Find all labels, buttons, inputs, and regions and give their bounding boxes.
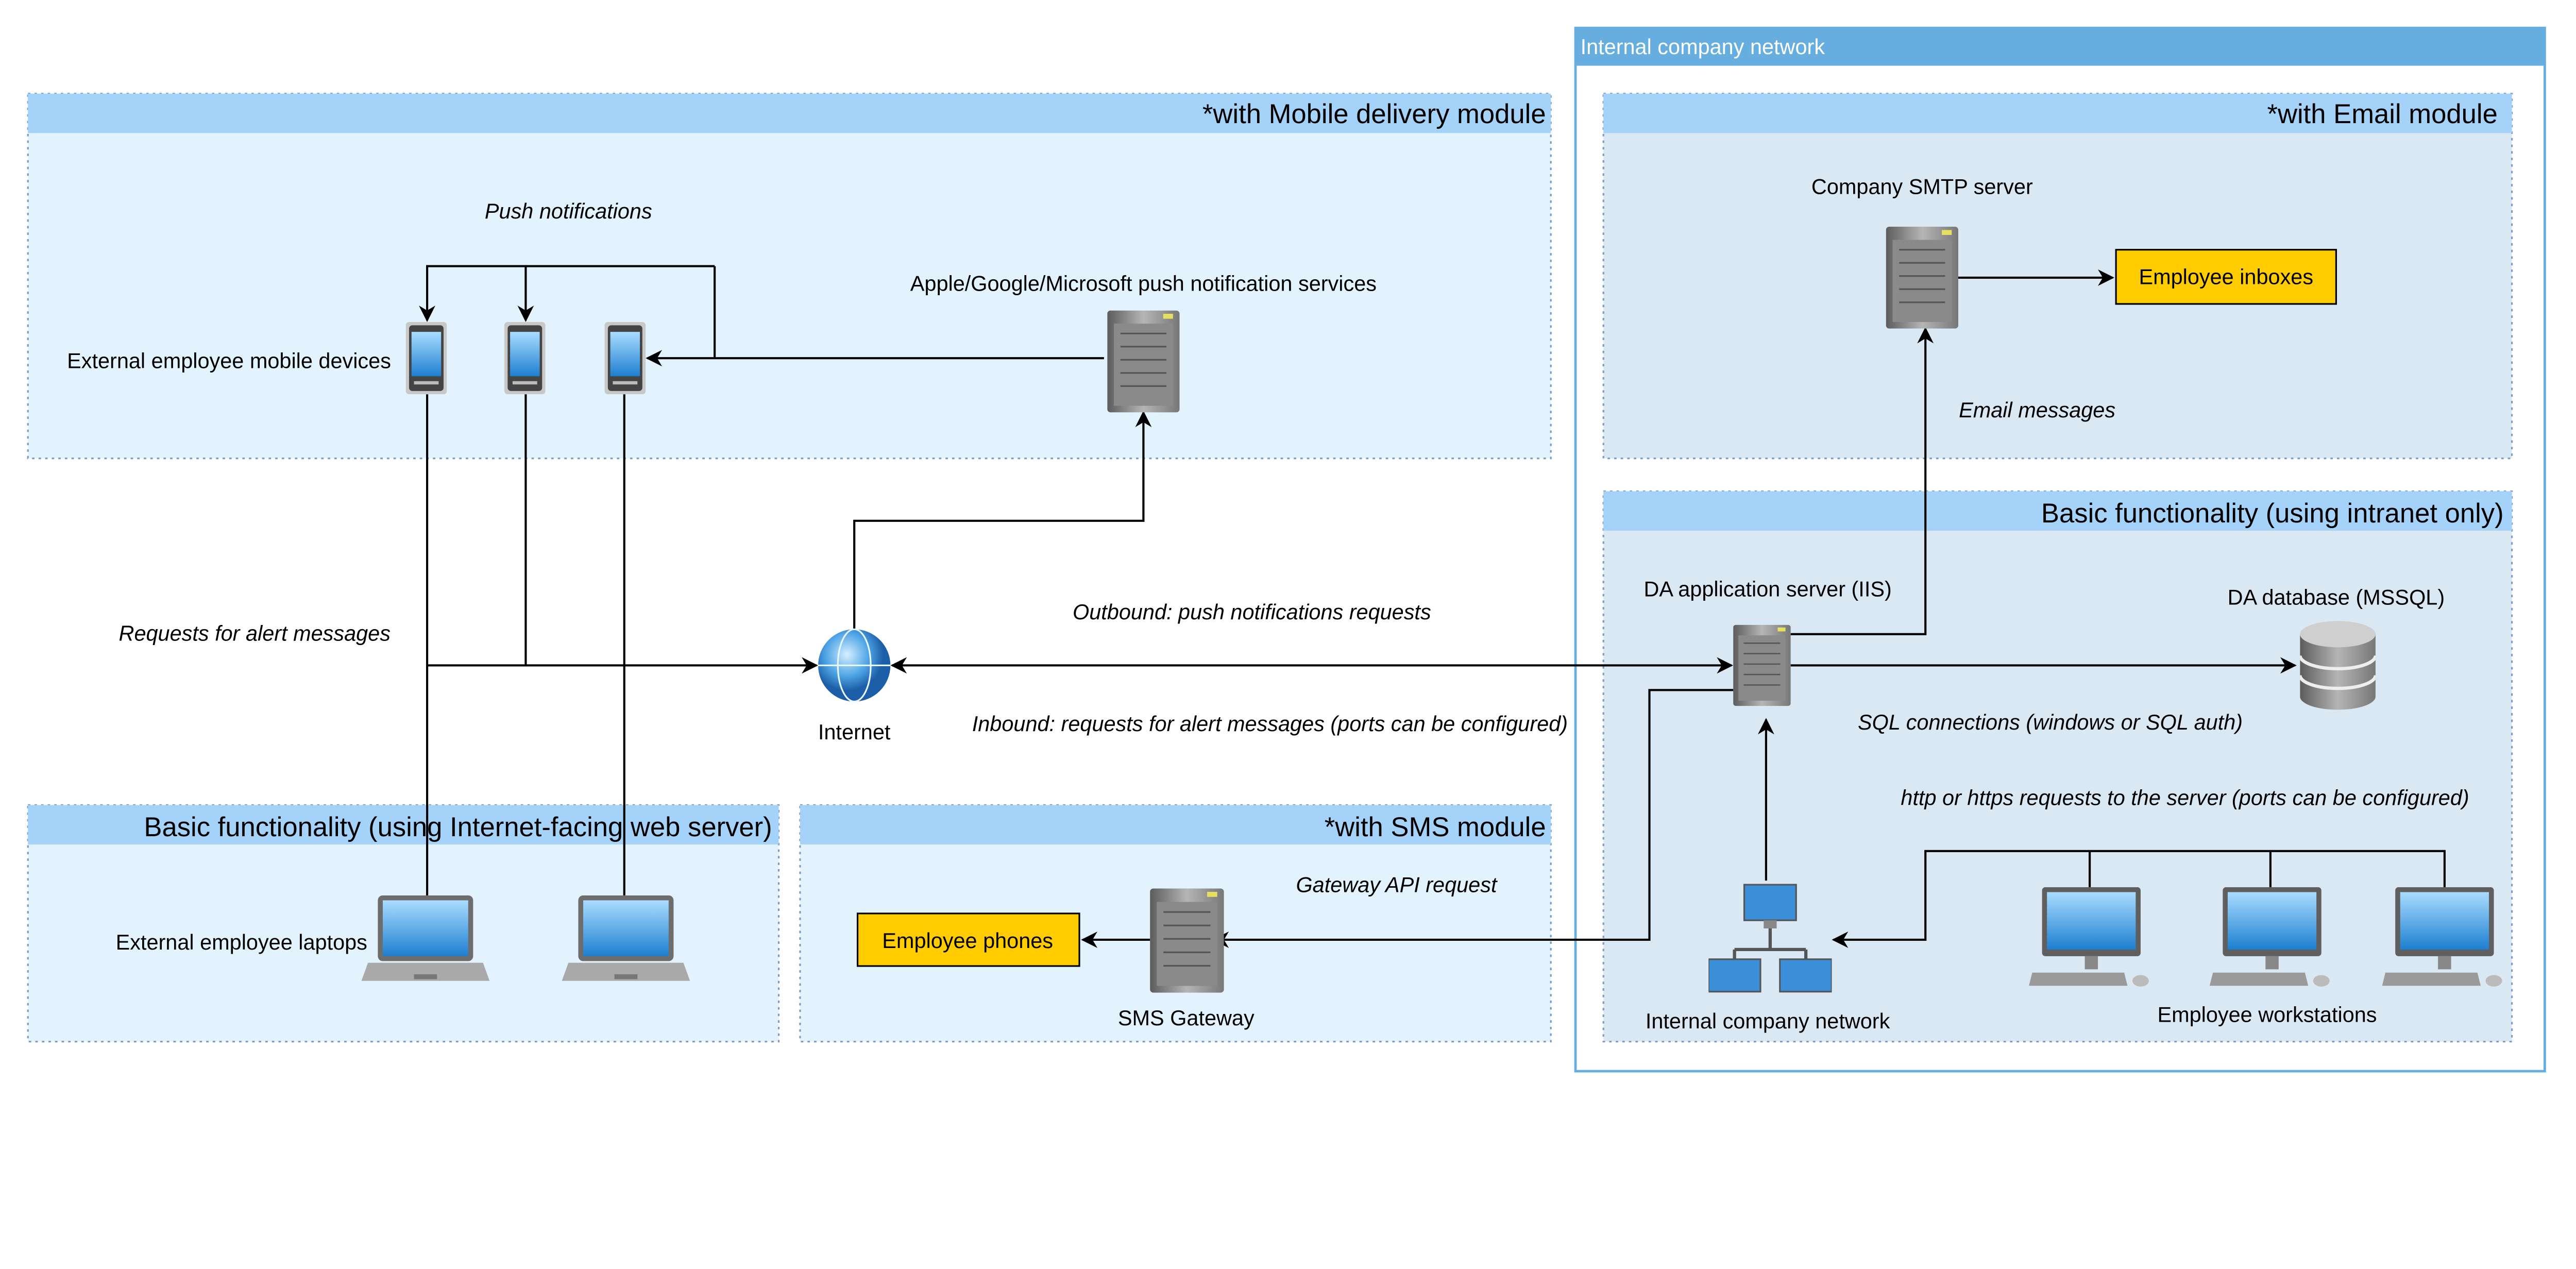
edge-da-sms xyxy=(1212,689,1734,948)
label-push-services: Apple/Google/Microsoft push notification… xyxy=(910,271,1377,295)
smtp-server-icon xyxy=(1886,227,1959,329)
label-mobile-devices: External employee mobile devices xyxy=(67,348,391,373)
edge-workstations-network xyxy=(1832,850,2446,948)
group-internet-title: Basic functionality (using Internet-faci… xyxy=(144,812,772,842)
label-sql: SQL connections (windows or SQL auth) xyxy=(1858,710,2243,734)
mobile-phone-icon xyxy=(405,322,447,395)
label-push-notifications: Push notifications xyxy=(485,199,652,223)
label-email-messages: Email messages xyxy=(1959,398,2115,422)
group-email: *with Email module xyxy=(1602,93,2513,460)
label-smtp: Company SMTP server xyxy=(1811,174,2033,198)
laptop-icon xyxy=(562,895,690,981)
mobile-phone-icon xyxy=(604,322,646,395)
svg-text:Employee phones: Employee phones xyxy=(882,928,1053,953)
group-intranet-title: Basic functionality (using intranet only… xyxy=(2041,498,2504,529)
employee-inboxes-box: Employee inboxes xyxy=(2115,249,2337,305)
edge-internet-push xyxy=(853,411,1152,630)
internal-network-title: Internal company network xyxy=(1581,35,1825,59)
globe-icon xyxy=(818,628,891,703)
edge-da-smtp xyxy=(1790,327,1934,635)
label-da-db: DA database (MSSQL) xyxy=(2228,585,2445,609)
laptop-icon xyxy=(361,895,490,981)
group-mobile-delivery: *with Mobile delivery module xyxy=(27,93,1552,460)
label-outbound: Outbound: push notifications requests xyxy=(1073,600,1431,624)
label-laptops: External employee laptops xyxy=(116,930,367,954)
da-server-icon xyxy=(1733,624,1791,707)
label-inbound: Inbound: requests for alert messages (po… xyxy=(972,712,1568,736)
group-sms-title: *with SMS module xyxy=(1325,812,1546,842)
push-server-icon xyxy=(1107,310,1180,413)
employee-phones-box: Employee phones xyxy=(856,912,1080,967)
label-workstations: Employee workstations xyxy=(2157,1002,2377,1026)
database-icon xyxy=(2300,621,2376,709)
label-requests: Requests for alert messages xyxy=(119,621,391,646)
mobile-phone-icon xyxy=(504,322,546,395)
group-email-title: *with Email module xyxy=(2267,99,2497,129)
connectors xyxy=(419,265,2446,948)
label-http: http or https requests to the server (po… xyxy=(1901,785,2469,809)
label-da-server: DA application server (IIS) xyxy=(1643,577,1891,601)
architecture-diagram: Internal company network *with Mobile de… xyxy=(27,26,2546,1073)
label-internet: Internet xyxy=(818,720,891,744)
svg-text:Employee inboxes: Employee inboxes xyxy=(2139,265,2313,289)
group-mobile-title: *with Mobile delivery module xyxy=(1202,99,1546,129)
label-internal-network: Internal company network xyxy=(1646,1009,1890,1033)
sms-gateway-icon xyxy=(1150,887,1224,994)
label-gateway: Gateway API request xyxy=(1296,872,1498,896)
label-sms-gateway: SMS Gateway xyxy=(1118,1006,1255,1030)
edge-push-phone1 xyxy=(419,265,715,322)
